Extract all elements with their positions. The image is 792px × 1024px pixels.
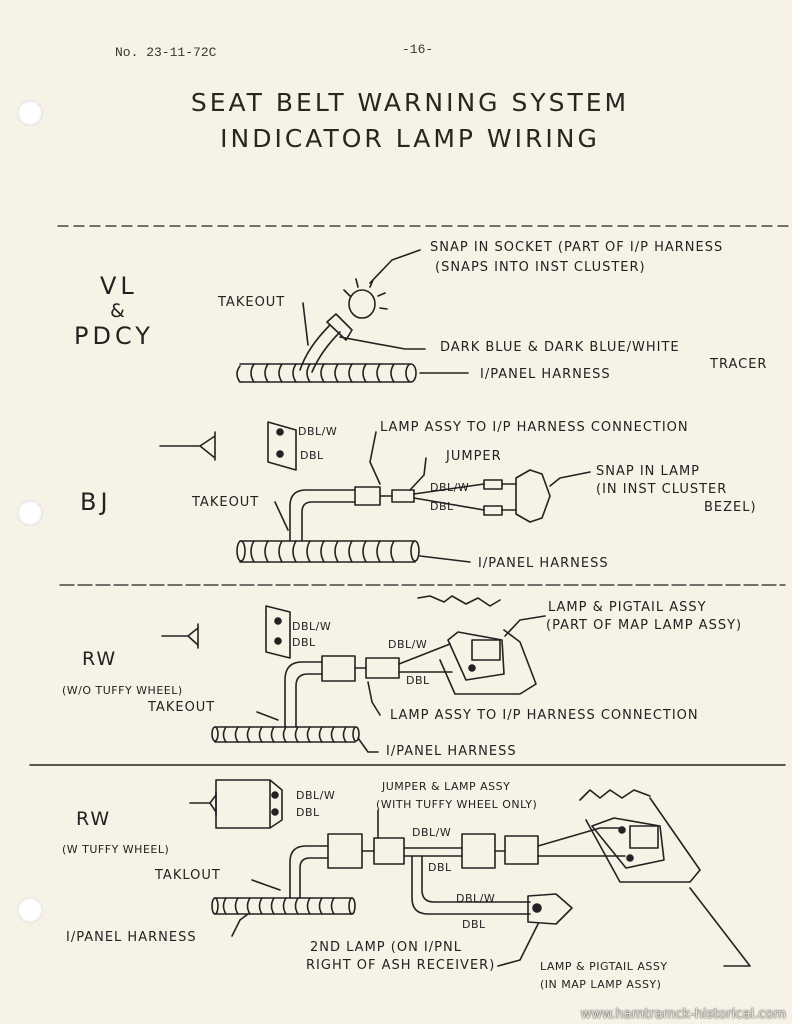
rw1-connector-end: [162, 606, 290, 658]
vl-takeout-leader: [303, 303, 308, 345]
rw2-second-lamp-leader: [498, 924, 538, 966]
rw1-takeout-label: TAKEOUT: [148, 700, 216, 715]
vl-bulb-socket: [300, 279, 387, 372]
bj-takeout-leader: [275, 502, 288, 530]
rw1-lamp-assy-leader: [368, 682, 380, 715]
vl-socket-label-line1: SNAP IN SOCKET (PART OF I/P HARNESS: [430, 240, 724, 255]
rw2-harness-label: I/PANEL HARNESS: [66, 930, 197, 945]
rw2-pigtail-label-line2: (IN MAP LAMP ASSY): [540, 978, 662, 991]
rw2-jumper-label-line2: (WITH TUFFY WHEEL ONLY): [376, 798, 538, 811]
vl-harness: [237, 364, 416, 382]
bj-wire-dbl: DBL: [430, 500, 454, 513]
rw2-second-lamp-label-line1: 2ND LAMP (ON I/PNL: [310, 940, 462, 955]
rw2-conn-dblw: DBL/W: [296, 789, 336, 802]
bj-wire-dblw: DBL/W: [430, 481, 470, 494]
bj-lamp-assy-label: LAMP ASSY TO I/P HARNESS CONNECTION: [380, 420, 689, 435]
rw1-harness-leader: [358, 738, 378, 752]
binder-hole-bottom: [17, 897, 43, 923]
rw2-pigtail-label-line1: LAMP & PIGTAIL ASSY: [540, 960, 668, 973]
bj-snap-label-line3: BEZEL): [704, 500, 757, 515]
rw2-wire-dbl: DBL: [428, 861, 452, 874]
rw2-wire-dblw: DBL/W: [412, 826, 452, 839]
rw1-wire-dblw: DBL/W: [388, 638, 428, 651]
rw1-harness-label: I/PANEL HARNESS: [386, 744, 517, 759]
bj-takeout-label: TAKEOUT: [192, 495, 260, 510]
rw1-model: RW: [82, 648, 118, 670]
vl-socket-label-line2: (SNAPS INTO INST CLUSTER): [435, 260, 646, 275]
bj-harness-label: I/PANEL HARNESS: [478, 556, 609, 571]
rw2-takeout-label: TAKLOUT: [155, 868, 221, 883]
rw2-takeout-leader: [252, 880, 280, 890]
rw2-wire2-dbl: DBL: [462, 918, 486, 931]
rw1-harness: [212, 727, 359, 742]
vl-model-line1: VL: [100, 272, 138, 300]
bj-harness: [237, 541, 419, 562]
vl-harness-label: I/PANEL HARNESS: [480, 367, 611, 382]
watermark: www.hamtramck-historical.com: [580, 1007, 786, 1022]
rw2-second-lamp-label-line2: RIGHT OF ASH RECEIVER): [306, 958, 496, 973]
rw1-conn-dbl: DBL: [292, 636, 316, 649]
rw1-pigtail-label-line2: (PART OF MAP LAMP ASSY): [546, 618, 743, 633]
rw2-pigtail-leader: [690, 888, 750, 966]
bj-takeout-wire: [290, 470, 550, 541]
vl-model-line3: PDCY: [74, 322, 154, 350]
bj-conn-dbl: DBL: [300, 449, 324, 462]
bj-lamp-assy-leader: [370, 432, 380, 484]
vl-model-line2: &: [110, 300, 127, 322]
vl-takeout-label: TAKEOUT: [218, 295, 286, 310]
rw1-pigtail-leader: [505, 616, 545, 636]
binder-hole-top: [17, 100, 43, 126]
bj-jumper-leader: [410, 458, 426, 490]
rw2-wire2-dblw: DBL/W: [456, 892, 496, 905]
rw2-connector-end: [190, 780, 282, 828]
title-line-2: INDICATOR LAMP WIRING: [220, 124, 600, 153]
rw1-wire-dbl: DBL: [406, 674, 430, 687]
bj-conn-dblw: DBL/W: [298, 425, 338, 438]
rw2-jumper-label-line1: JUMPER & LAMP ASSY: [382, 780, 511, 793]
vl-socket-leader: [370, 250, 420, 283]
rw1-model-sub: (W/O TUFFY WHEEL): [62, 684, 183, 697]
rw2-harness-leader: [232, 914, 248, 936]
rw1-pigtail-label-line1: LAMP & PIGTAIL ASSY: [548, 600, 707, 615]
bj-model: BJ: [80, 488, 112, 516]
title-line-1: SEAT BELT WARNING SYSTEM: [190, 88, 630, 117]
rw2-model-sub: (W TUFFY WHEEL): [62, 843, 170, 856]
rw1-takeout-wire: [285, 596, 536, 727]
page-number: -16-: [402, 42, 434, 57]
vl-wire-leader: [340, 337, 425, 349]
rw2-model: RW: [76, 808, 112, 830]
rw1-conn-dblw: DBL/W: [292, 620, 332, 633]
vl-wire-label-line1: DARK BLUE & DARK BLUE/WHITE: [440, 340, 680, 355]
bj-snap-leader: [550, 472, 590, 486]
bj-harness-leader: [420, 556, 470, 562]
binder-hole-middle: [17, 500, 43, 526]
rw2-conn-dbl: DBL: [296, 806, 320, 819]
rw2-harness: [212, 898, 355, 914]
rw1-takeout-leader: [257, 712, 278, 720]
rw1-lamp-assy-label: LAMP ASSY TO I/P HARNESS CONNECTION: [390, 708, 699, 723]
doc-number: No. 23-11-72C: [115, 45, 217, 60]
bj-connector-end: [160, 422, 296, 470]
vl-wire-label-line2: TRACER: [710, 357, 768, 372]
bj-snap-label-line1: SNAP IN LAMP: [596, 464, 701, 479]
bj-snap-label-line2: (IN INST CLUSTER: [596, 482, 728, 497]
bj-jumper-label: JUMPER: [446, 449, 502, 464]
rw2-takeout-wire: [290, 790, 700, 924]
